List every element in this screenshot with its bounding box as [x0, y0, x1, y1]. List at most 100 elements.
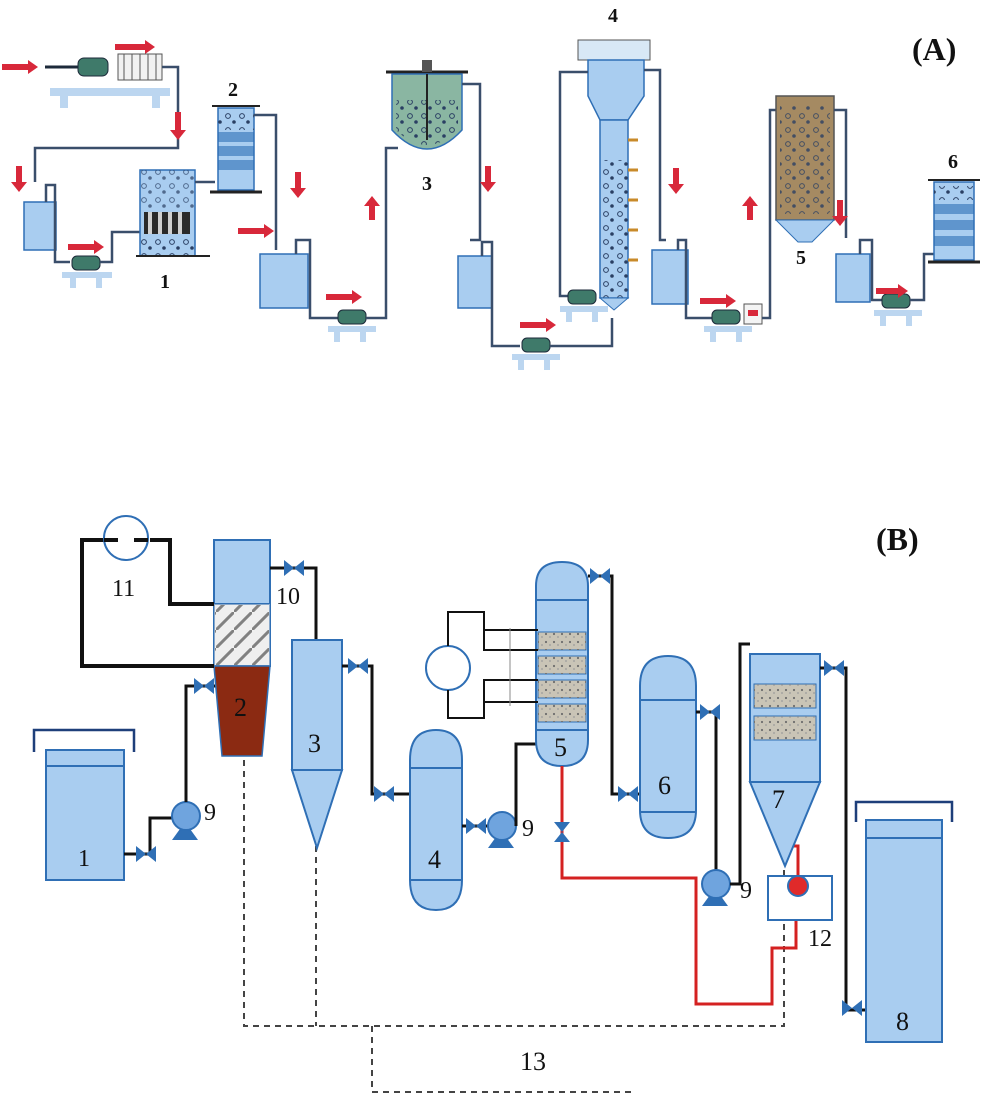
pipe-a-8	[462, 82, 482, 242]
pump-b-2	[487, 811, 517, 848]
unit-a-4-label: 4	[608, 5, 618, 27]
flow-arrow-a-4	[290, 172, 306, 198]
unit-b-9a-label: 9	[204, 800, 216, 826]
unit-b-6-label: 6	[658, 771, 671, 800]
pipe-a-12	[644, 68, 666, 242]
pipe-b-10	[820, 666, 866, 1012]
flow-arrow-a-11	[700, 294, 736, 308]
unit-a-5	[774, 95, 836, 243]
valve-b-3	[348, 658, 368, 674]
pipe-b-loop-top	[150, 538, 214, 606]
unit-b-11	[103, 515, 149, 561]
unit-a-6	[928, 179, 980, 264]
unit-a-1-label: 1	[160, 271, 170, 293]
unit-b-6	[639, 654, 697, 840]
flow-arrow-a-down2	[11, 166, 27, 192]
pipe-b-9	[730, 642, 750, 886]
flow-arrow-a-10	[668, 168, 684, 194]
unit-b-12-label: 12	[808, 926, 832, 952]
unit-a-2-label: 2	[228, 79, 238, 101]
pump-b-3	[701, 869, 731, 906]
pipe-a-17	[910, 252, 934, 302]
unit-b-10-label: 10	[276, 584, 300, 610]
pump-a-5	[704, 303, 763, 342]
pipe-a-3	[100, 230, 140, 264]
flow-arrow-a-14	[876, 284, 908, 298]
panel-b-label: (B)	[876, 521, 919, 557]
tank-a-5	[835, 253, 871, 303]
flow-arrow-a-top	[115, 40, 155, 54]
flow-arrow-a-9	[520, 318, 556, 332]
unit-b-5-label: 5	[554, 733, 567, 762]
pipe-a-15	[834, 108, 848, 238]
valve-b-4	[374, 786, 394, 802]
unit-a-3	[386, 60, 468, 150]
flow-arrow-a-8	[480, 166, 496, 192]
unit-b-11-label: 11	[112, 576, 135, 602]
valve-b-8	[700, 704, 720, 720]
unit-a-3-label: 3	[422, 173, 432, 195]
pump-b-1	[171, 801, 201, 840]
pump-a-2	[328, 309, 376, 342]
flow-arrow-a-12	[742, 196, 758, 220]
valve-b-1	[136, 846, 156, 862]
pipe-a-14	[762, 108, 776, 320]
unit-b-1	[32, 728, 136, 881]
valve-b-12	[842, 1000, 862, 1016]
flow-arrow-a-3	[68, 240, 104, 254]
tank-a-feed	[23, 201, 57, 251]
pipe-b-8	[696, 710, 718, 870]
unit-a-4	[577, 39, 651, 311]
valve-b-6	[590, 568, 610, 584]
unit-b-8-label: 8	[896, 1007, 909, 1036]
unit-b-5	[535, 560, 589, 768]
unit-b-4	[409, 728, 463, 912]
pipe-a-9	[480, 240, 520, 348]
flow-arrow-a-6	[326, 290, 362, 304]
pipe-b-loop-bottom	[80, 538, 214, 668]
pipe-a-2	[44, 183, 70, 264]
valve-b-11	[824, 660, 844, 676]
unit-b-2-label: 2	[234, 693, 247, 722]
tank-a-3	[457, 255, 493, 309]
pipe-a-13	[676, 238, 712, 320]
pipe-b-6	[514, 742, 536, 826]
unit-b-4-label: 4	[428, 845, 441, 874]
pump-a-4	[560, 289, 608, 322]
pipe-a-7	[366, 146, 398, 320]
panel-a-label: (A)	[912, 31, 956, 67]
unit-b-12	[767, 875, 833, 921]
unit-a-1	[136, 169, 210, 257]
unit-b-13-label: 13	[520, 1047, 546, 1076]
unit-b-1-label: 1	[78, 846, 90, 872]
flow-arrow-a-down1	[170, 112, 186, 140]
valve-b-7	[618, 786, 638, 802]
pipe-b-2	[184, 684, 218, 802]
valve-b-9	[554, 822, 570, 842]
unit-b-9b-label: 9	[522, 816, 534, 842]
tank-a-4	[651, 249, 689, 305]
unit-b-3	[290, 639, 344, 852]
pipe-a-6	[294, 238, 338, 320]
tank-a-2	[259, 253, 309, 309]
dashed-line-13	[371, 1026, 632, 1093]
inlet-arrow-a	[2, 60, 38, 74]
unit-a-6-label: 6	[948, 151, 958, 173]
panel-a: (A)	[2, 5, 980, 370]
valve-b-10	[284, 560, 304, 576]
pump-a-1	[62, 255, 112, 288]
unit-a-5-label: 5	[796, 247, 806, 269]
unit-b-9c-label: 9	[740, 878, 752, 904]
unit-b-3-label: 3	[308, 729, 321, 758]
unit-b-7-label: 7	[772, 785, 785, 814]
pipe-a-5	[254, 113, 278, 250]
pipe-a-16	[858, 238, 888, 302]
pipe-a-1	[33, 65, 180, 182]
panel-b: (B) 13 1 9	[32, 515, 954, 1093]
red-line-recycle	[560, 766, 798, 1006]
pipe-b-4	[342, 664, 410, 796]
unit-b-7	[748, 653, 822, 869]
flow-arrow-a-7	[364, 196, 380, 220]
